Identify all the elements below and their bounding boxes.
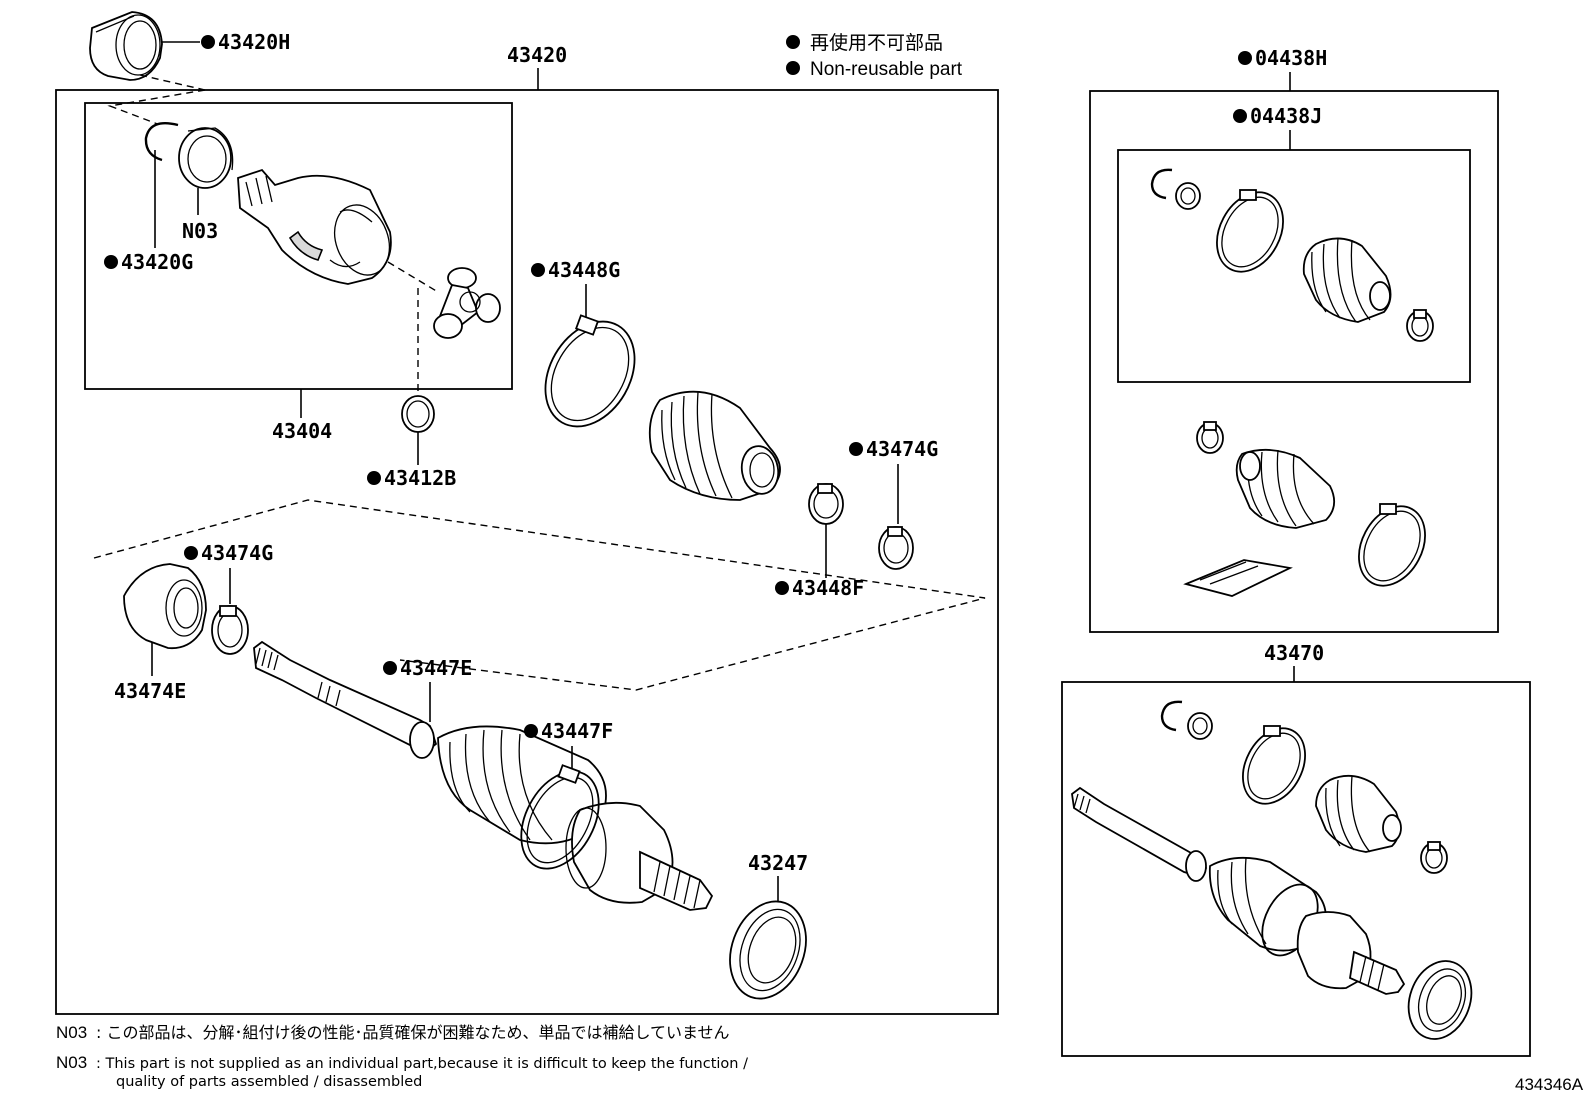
part-number-43420H[interactable]: 43420H <box>218 30 290 54</box>
snap-ring-icon <box>1160 700 1183 732</box>
part-number-43474G-top[interactable]: 43474G <box>866 437 938 461</box>
part-number-43412B[interactable]: 43412B <box>384 466 456 490</box>
legend-en-text: Non-reusable part <box>810 59 963 80</box>
non-reusable-bullet-icon <box>786 35 800 49</box>
note-en-text-line2: quality of parts assembled / disassemble… <box>116 1074 422 1090</box>
part-43474G-top-group: 43474G <box>849 437 938 570</box>
part-43448F-group: 43448F <box>775 483 864 600</box>
note-jp-text: : この部品は、分解･組付け後の性能･品質確保が困難なため、単品では補給していま… <box>96 1023 730 1042</box>
part-43447E-group: 43447E <box>383 656 472 722</box>
footnotes: N03 : この部品は、分解･組付け後の性能･品質確保が困難なため、単品では補給… <box>56 1023 748 1090</box>
outer-joint-assembly-group: 43470 <box>1061 641 1531 1057</box>
note-en-text-line1: : This part is not supplied as an indivi… <box>96 1056 748 1072</box>
non-reusable-bullet-icon <box>786 61 800 75</box>
drive-shaft-icon <box>253 640 714 911</box>
joint-housing-icon <box>237 168 392 285</box>
circlip-icon <box>1187 712 1213 740</box>
diagram-code: 434346A <box>1515 1075 1584 1094</box>
part-43420H-group: 43420H <box>89 11 290 129</box>
part-number-43474E[interactable]: 43474E <box>114 679 186 703</box>
non-reusable-bullet-icon <box>383 661 397 675</box>
part-number-N03[interactable]: N03 <box>182 219 218 243</box>
dust-seal-icon <box>729 900 807 1000</box>
boot-kit-frame <box>1089 90 1499 633</box>
boot-clamp-icon <box>211 605 249 655</box>
dashed-guide-43420H <box>107 74 206 129</box>
snap-ring-icon <box>1150 168 1173 200</box>
part-number-43470[interactable]: 43470 <box>1264 641 1324 665</box>
part-43474E-group: 43474E <box>114 563 207 703</box>
outer-boot-icon <box>648 390 781 501</box>
boot-band-outer-icon <box>520 764 600 870</box>
non-reusable-bullet-icon <box>849 442 863 456</box>
boot-clamp-icon <box>1406 309 1434 342</box>
circlip-icon <box>1175 182 1201 210</box>
part-43247-group: 43247 <box>729 851 808 1000</box>
boot-band-large-icon <box>544 314 636 428</box>
part-number-43448G[interactable]: 43448G <box>548 258 620 282</box>
boot-kit-group: 04438H 04438J <box>1089 46 1499 633</box>
boot-band-large-icon <box>1358 503 1426 587</box>
legend: 再使用不可部品 Non-reusable part <box>786 32 963 80</box>
part-number-43448F[interactable]: 43448F <box>792 576 864 600</box>
main-assembly-frame <box>55 89 999 1015</box>
boot-clamp-icon <box>1420 841 1448 874</box>
part-number-43420[interactable]: 43420 <box>507 43 567 67</box>
non-reusable-bullet-icon <box>524 724 538 738</box>
boot-clamp-icon <box>878 526 914 570</box>
part-43448G-group: 43448G <box>531 258 636 428</box>
inner-boot-kit-frame <box>1117 149 1471 383</box>
part-number-43447F[interactable]: 43447F <box>541 719 613 743</box>
part-number-43247[interactable]: 43247 <box>748 851 808 875</box>
snap-ring-icon <box>144 121 179 162</box>
note-label-en: N03 <box>56 1053 87 1072</box>
inner-joint-frame <box>84 102 513 390</box>
note-label-jp: N03 <box>56 1023 87 1042</box>
tripod-icon <box>433 267 501 339</box>
inner-joint-parts: 43420G N03 <box>104 121 501 490</box>
outer-joint-assembly-frame <box>1061 681 1531 1057</box>
part-number-04438J[interactable]: 04438J <box>1250 104 1322 128</box>
part-number-04438H[interactable]: 04438H <box>1255 46 1327 70</box>
dynamic-damper-icon <box>123 563 207 650</box>
non-reusable-bullet-icon <box>104 255 118 269</box>
boot-band-small-icon <box>808 483 844 525</box>
part-number-43420G[interactable]: 43420G <box>121 250 193 274</box>
outer-boot-icon <box>1235 448 1336 529</box>
non-reusable-bullet-icon <box>367 471 381 485</box>
outer-bearing-icon <box>89 11 163 81</box>
boot-band-large-icon <box>1242 725 1306 805</box>
non-reusable-bullet-icon <box>201 35 215 49</box>
part-number-43404[interactable]: 43404 <box>272 419 332 443</box>
part-number-43447E[interactable]: 43447E <box>400 656 472 680</box>
drive-shaft-icon <box>1071 786 1406 995</box>
inner-boot-icon <box>1302 237 1392 323</box>
part-43474G-left-group: 43474G <box>184 541 273 655</box>
non-reusable-bullet-icon <box>531 263 545 277</box>
oil-seal-icon <box>178 127 234 189</box>
inner-boot-icon <box>1315 774 1402 853</box>
legend-jp-text: 再使用不可部品 <box>810 32 943 54</box>
non-reusable-bullet-icon <box>775 581 789 595</box>
circlip-43412B-icon <box>401 395 435 433</box>
non-reusable-bullet-icon <box>1233 109 1247 123</box>
boot-clamp-icon <box>1196 421 1224 454</box>
dashed-guide-inner <box>387 261 439 392</box>
part-43447F-group: 43447F <box>520 719 613 870</box>
non-reusable-bullet-icon <box>184 546 198 560</box>
boot-band-large-icon <box>1216 189 1284 273</box>
dust-seal-icon <box>1407 960 1473 1040</box>
main-assembly-group: 43420 43404 <box>55 43 999 1015</box>
grease-pack-icon <box>1183 559 1293 597</box>
non-reusable-bullet-icon <box>1238 51 1252 65</box>
part-number-43474G-left[interactable]: 43474G <box>201 541 273 565</box>
dashed-guide-outer <box>93 499 986 691</box>
